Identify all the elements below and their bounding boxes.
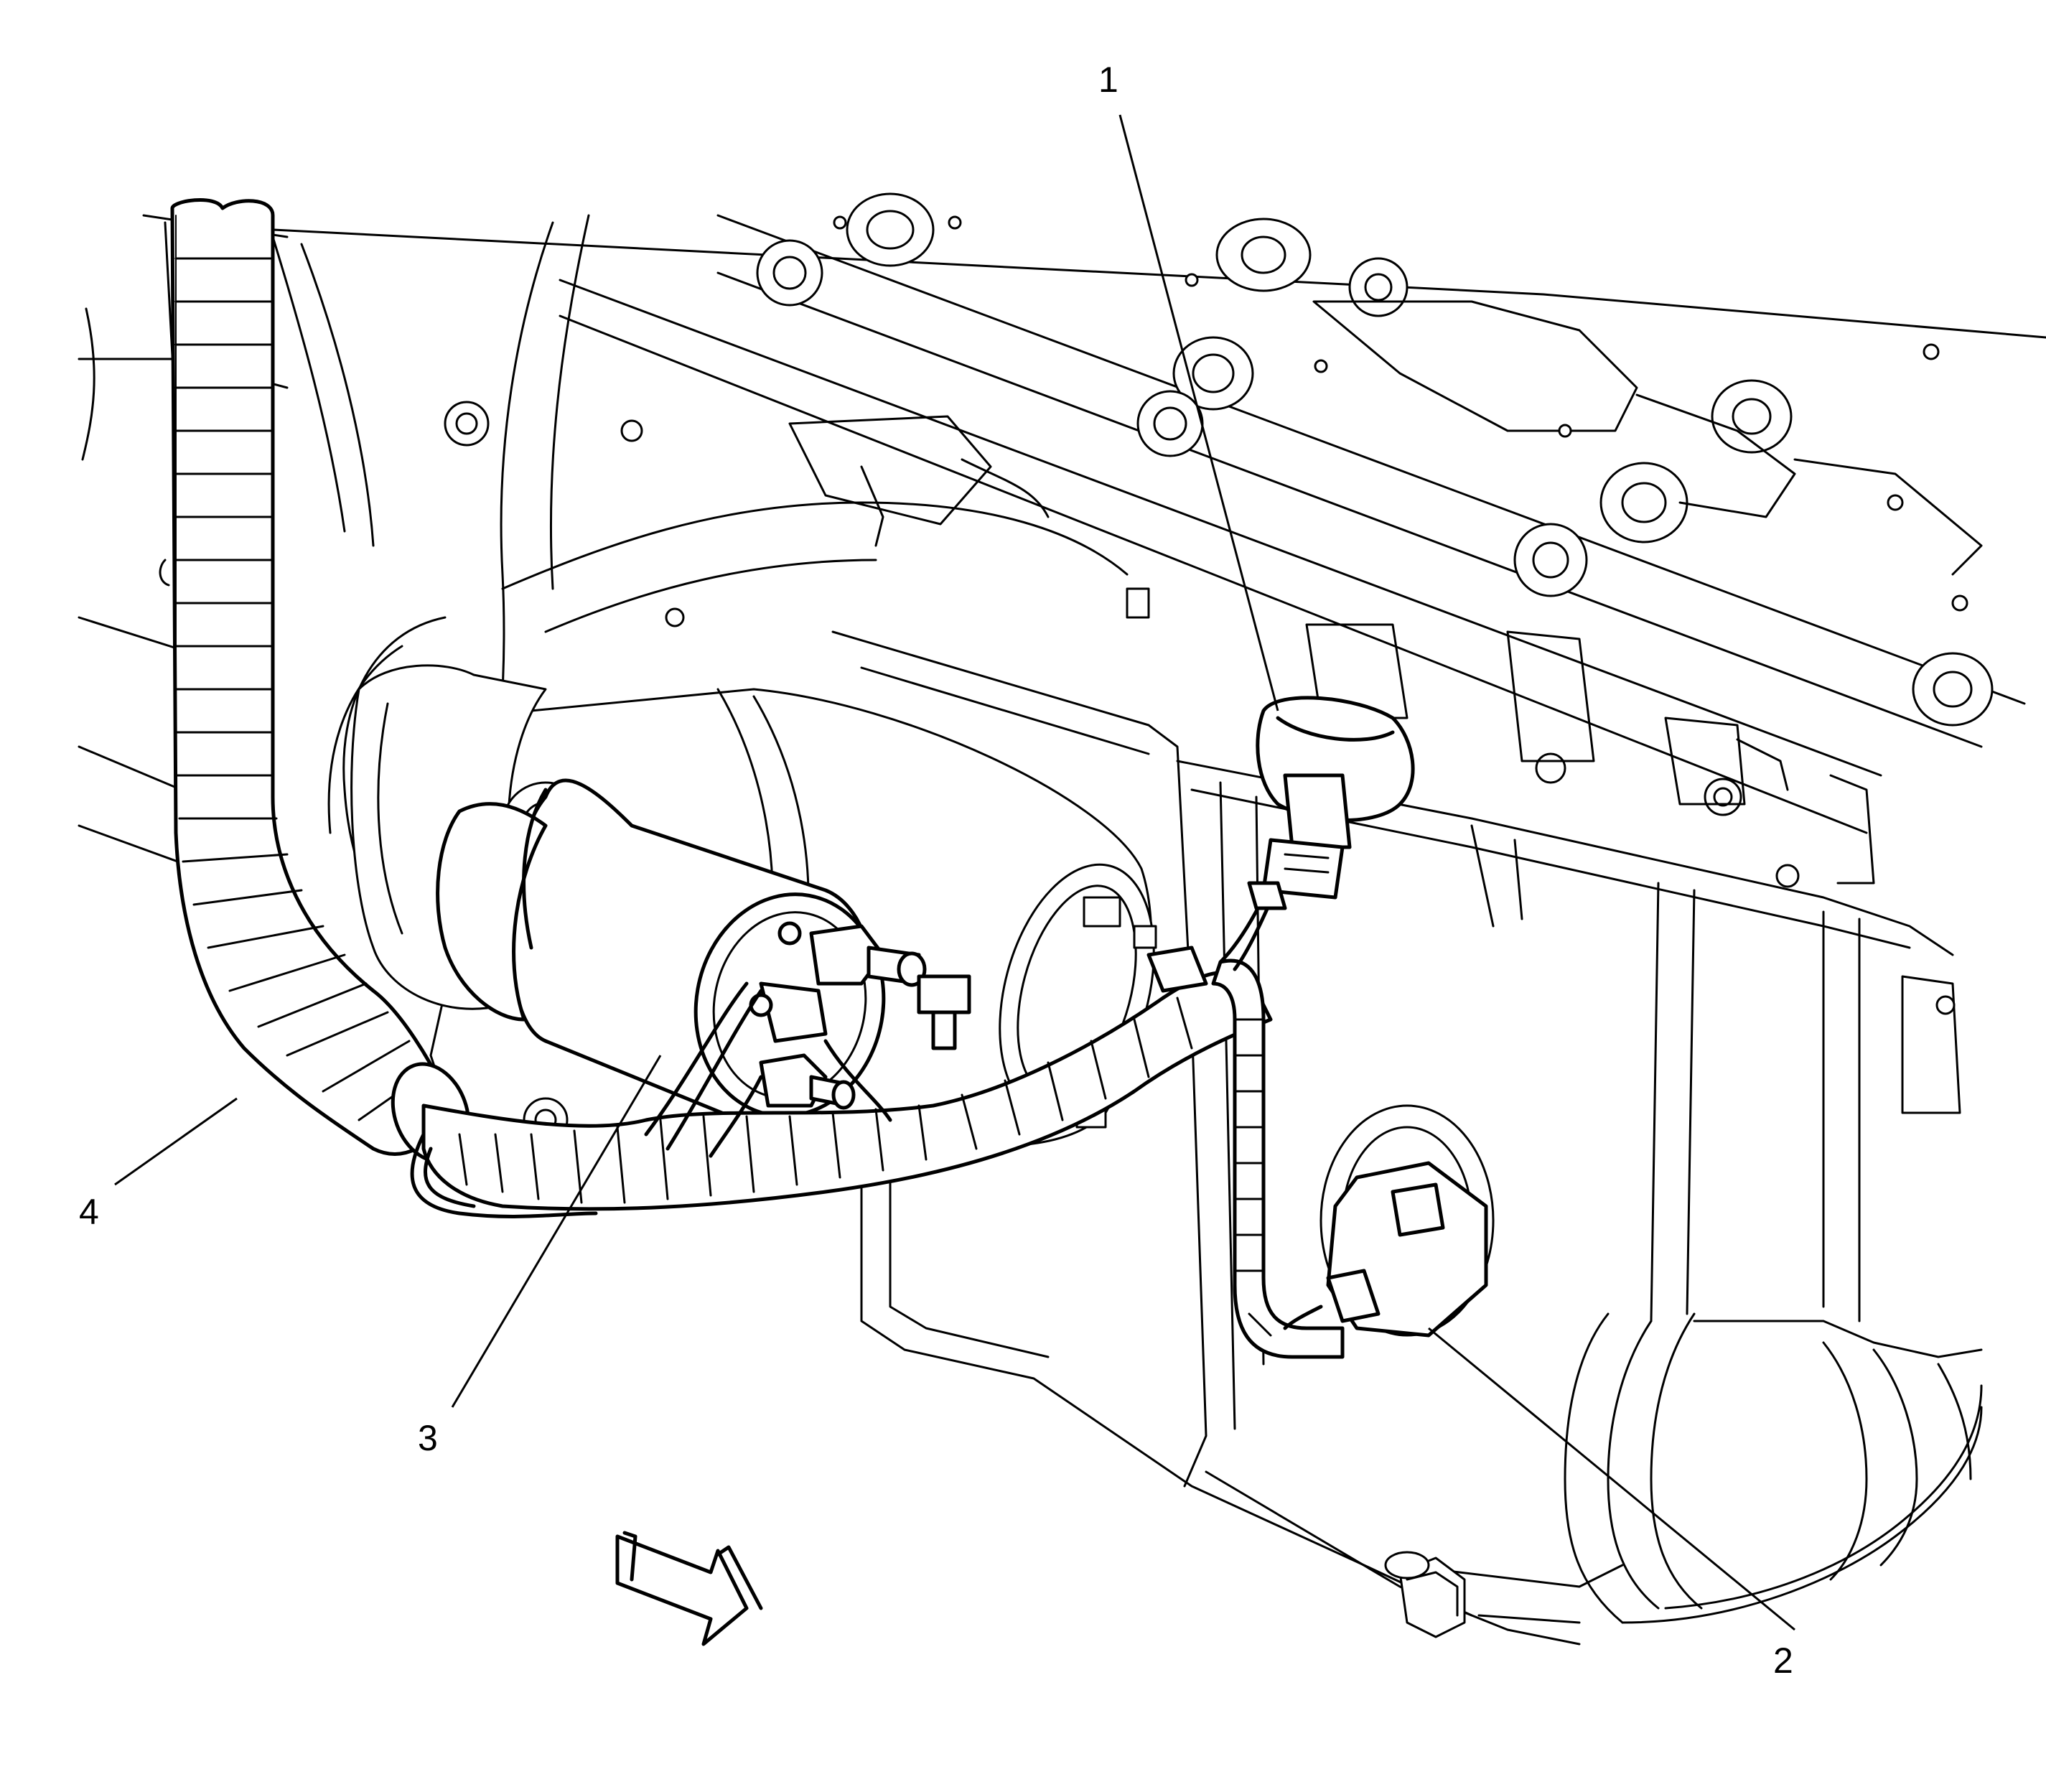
head-bolt-boss (1136, 218, 1312, 457)
knock-sensor (1283, 1104, 1495, 1338)
leader-line-2 (1428, 1327, 1795, 1631)
callout-3: 3 (418, 1418, 438, 1458)
callout-2: 2 (1773, 1641, 1793, 1681)
solenoid-terminal (759, 1053, 856, 1110)
solenoid-terminal (809, 924, 927, 987)
drain-plug (1384, 1551, 1466, 1638)
front-direction-arrow-icon (615, 1531, 763, 1646)
callout-4: 4 (79, 1192, 99, 1232)
leader-lines (114, 114, 1795, 1631)
leader-line-1 (1118, 114, 1279, 711)
leader-line-3 (451, 1055, 662, 1408)
head-bolt-boss (756, 192, 935, 307)
leader-line-4 (114, 1097, 238, 1186)
knock-sensor-connector (1247, 696, 1415, 910)
head-bolt-boss (1348, 257, 1994, 727)
callout-1: 1 (1098, 60, 1118, 100)
